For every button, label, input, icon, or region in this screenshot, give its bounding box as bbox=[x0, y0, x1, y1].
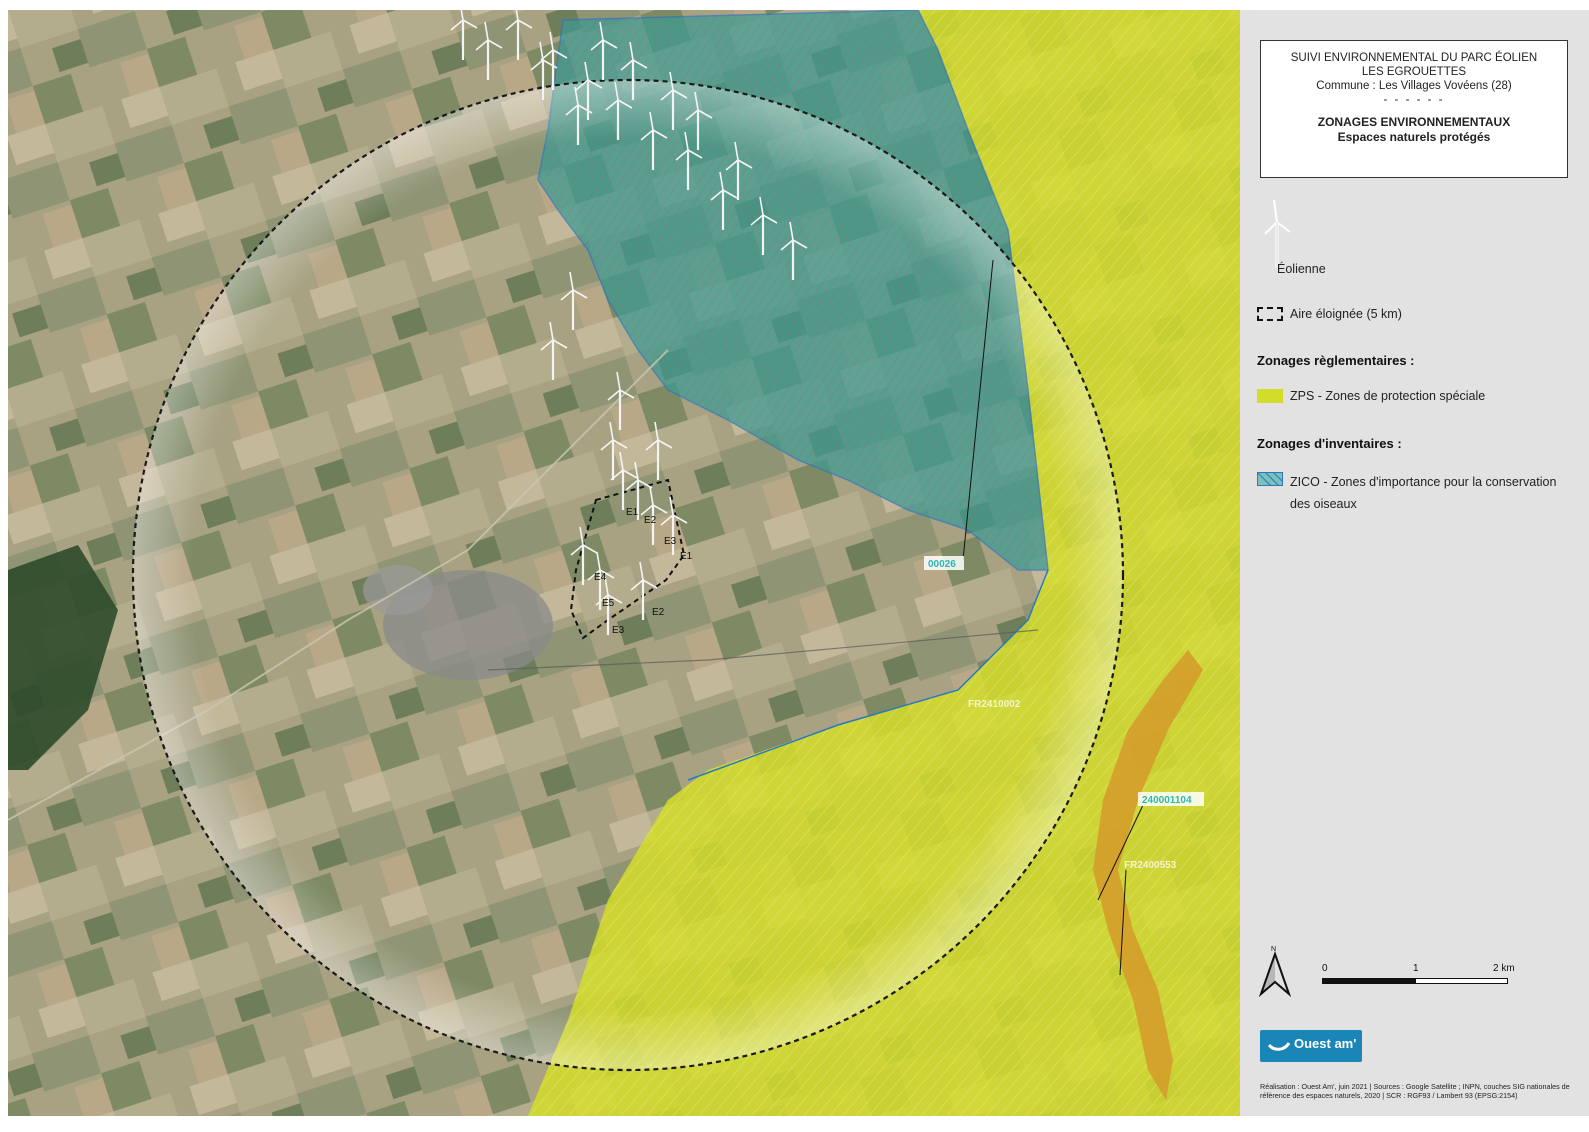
legend-zico-line-1: ZICO - Zones d'importance pour la conser… bbox=[1290, 475, 1557, 489]
area-circle-glow bbox=[133, 80, 1123, 1070]
leader-line bbox=[1097, 804, 1144, 901]
turbine-label: E3 bbox=[612, 625, 625, 636]
scale-label-0: 0 bbox=[1322, 963, 1328, 974]
znieff-code-label: 240001104 bbox=[1142, 795, 1192, 806]
legend-zico-label: ZICO - Zones d'importance pour la conser… bbox=[1290, 471, 1589, 515]
title-line-5: Espaces naturels protégés bbox=[1337, 130, 1491, 144]
legend-zico-line-2: des oiseaux bbox=[1290, 497, 1357, 511]
turbine-label: E1 bbox=[680, 551, 693, 562]
zico-code-bg bbox=[924, 556, 964, 570]
north-arrow-icon: N bbox=[1258, 946, 1292, 997]
area-circle bbox=[131, 78, 1125, 1072]
logo-text: Ouest am' bbox=[1294, 1036, 1357, 1051]
zps-swatch bbox=[1257, 389, 1283, 403]
map-svg: E1 E2 E3 E4 E5 E1 E2 E3 00026 FR2410002 … bbox=[8, 10, 1240, 1116]
title-line-3: Commune : Les Villages Vovéens (28) bbox=[1316, 80, 1512, 92]
legend-zps-label: ZPS - Zones de protection spéciale bbox=[1290, 389, 1486, 403]
inventory-heading: Zonages d'inventaires : bbox=[1257, 436, 1402, 451]
scale-label-1: 1 bbox=[1413, 963, 1419, 974]
legend-panel: SUIVI ENVIRONNEMENTAL DU PARC ÉOLIEN LES… bbox=[1240, 10, 1589, 1116]
forest-area bbox=[8, 545, 118, 770]
znieff-code-bg bbox=[1138, 792, 1204, 806]
scale-label-2: 2 km bbox=[1493, 963, 1515, 974]
title-separator: - - - - - - bbox=[1383, 94, 1445, 106]
zico-swatch bbox=[1257, 472, 1283, 486]
north-label: N bbox=[1271, 946, 1276, 953]
turbine-label: E2 bbox=[644, 515, 657, 526]
turbine-label: E3 bbox=[664, 536, 677, 547]
title-line-2: LES EGROUETTES bbox=[1361, 66, 1467, 78]
credits-text: Réalisation : Ouest Am', juin 2021 | Sou… bbox=[1260, 1082, 1570, 1100]
title-line-1: SUIVI ENVIRONNEMENTAL DU PARC ÉOLIEN bbox=[1290, 52, 1538, 64]
legend-turbine-label: Éolienne bbox=[1277, 262, 1326, 276]
turbine-label: E4 bbox=[594, 572, 607, 583]
leader-line bbox=[1119, 869, 1127, 976]
scale-bar-black bbox=[1322, 978, 1415, 984]
area-swatch bbox=[1257, 307, 1283, 321]
river-zone bbox=[1093, 650, 1203, 1100]
zico-code-label: 00026 bbox=[928, 559, 956, 570]
regulatory-heading: Zonages règlementaires : bbox=[1257, 353, 1415, 368]
turbine-label: E5 bbox=[602, 598, 615, 609]
scale-bar-white bbox=[1415, 978, 1508, 984]
title-line-4: ZONAGES ENVIRONNEMENTAUX bbox=[1317, 115, 1511, 129]
zps-code-label: FR2410002 bbox=[968, 699, 1021, 710]
legend-area-label: Aire éloignée (5 km) bbox=[1290, 307, 1402, 321]
leader-line bbox=[962, 259, 994, 561]
wave-icon bbox=[1268, 1042, 1290, 1051]
title-box: SUIVI ENVIRONNEMENTAL DU PARC ÉOLIEN LES… bbox=[1260, 40, 1568, 178]
turbine-icon bbox=[1264, 200, 1291, 268]
fr-code-label: FR2400553 bbox=[1124, 860, 1177, 871]
logo: Ouest am' bbox=[1260, 1030, 1362, 1062]
turbine-label: E2 bbox=[652, 607, 665, 618]
turbine-label: E1 bbox=[626, 507, 639, 518]
map-canvas[interactable]: E1 E2 E3 E4 E5 E1 E2 E3 00026 FR2410002 … bbox=[8, 10, 1240, 1116]
